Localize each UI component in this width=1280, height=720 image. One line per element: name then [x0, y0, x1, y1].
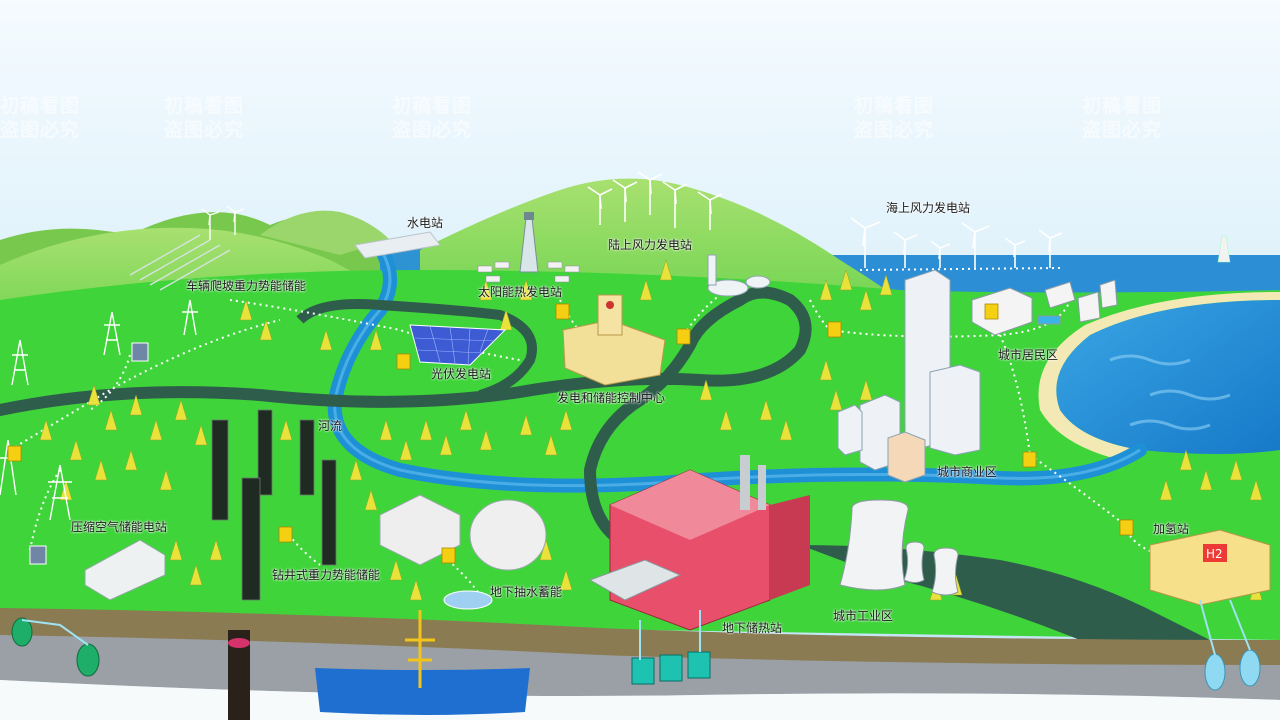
watermark-line-1: 初稿看图 [0, 95, 81, 117]
lighthouse-icon [1217, 235, 1231, 263]
hill-small [260, 210, 390, 255]
road [0, 286, 812, 546]
label-control-center: 发电和储能控制中心 [557, 391, 666, 405]
watermark-line-2: 盗图必究 [1082, 119, 1163, 141]
label-pumped-storage: 地下抽水蓄能 [490, 585, 563, 599]
storage-tanks [707, 254, 771, 297]
industrial-factory [588, 455, 810, 631]
underground-water [315, 668, 530, 715]
ground [0, 270, 1280, 640]
label-hydrogen-station: 加氢站 [1153, 522, 1190, 536]
river-highlight [333, 247, 1141, 488]
caes-building [84, 539, 166, 601]
label-onshore-wind: 陆上风力发电站 [608, 238, 693, 252]
watermark: 初稿看图盗图必究 [1082, 94, 1162, 142]
pumped-storage-facility [379, 494, 547, 610]
label-commercial: 城市商业区 [937, 465, 998, 479]
charging-point-icons [7, 303, 1134, 564]
onshore-wind-turbines [587, 171, 723, 230]
h2-sign: H2 [1206, 547, 1223, 561]
city-commercial-buildings [837, 269, 981, 483]
watermark: 初稿看图盗图必究 [164, 94, 244, 142]
watermark: 初稿看图盗图必究 [0, 94, 80, 142]
cooling-towers [839, 499, 959, 596]
pumped-pipes [405, 610, 435, 688]
heat-storage-tanks [631, 651, 711, 685]
label-solar-thermal: 太阳能热发电站 [478, 285, 563, 299]
watermark: 初稿看图盗图必究 [854, 94, 934, 142]
watermark-line-2: 盗图必究 [0, 119, 81, 141]
pv-grid [414, 325, 496, 365]
offshore-wind-turbines [850, 217, 1063, 268]
label-river: 河流 [318, 419, 343, 433]
substation-icons [29, 342, 149, 565]
caes-tanks [11, 617, 100, 677]
watermark-line-1: 初稿看图 [164, 95, 245, 117]
label-industrial: 城市工业区 [833, 609, 894, 623]
label-residential: 城市居民区 [998, 348, 1059, 362]
solar-thermal-plant [477, 212, 580, 283]
shaft-pit [228, 630, 250, 720]
watermark-line-1: 初稿看图 [1082, 95, 1163, 117]
hill-wind-turbines [201, 205, 245, 240]
watermark-line-1: 初稿看图 [854, 95, 935, 117]
hydrogen-station: H2 [1149, 529, 1271, 606]
shaft-gravity-towers [211, 409, 337, 601]
underground-pipes [21, 599, 1251, 660]
label-pv-station: 光伏发电站 [431, 367, 492, 381]
hill-rail-tracks [129, 234, 231, 291]
label-caes: 压缩空气储能电站 [71, 520, 168, 534]
watermark-line-1: 初稿看图 [392, 95, 473, 117]
watermark: 初稿看图盗图必究 [392, 94, 472, 142]
hydro-dam [354, 231, 441, 259]
label-hydro-station: 水电站 [407, 216, 444, 230]
sea [1056, 300, 1280, 454]
label-offshore-wind: 海上风力发电站 [886, 201, 971, 215]
road-loop [296, 299, 537, 400]
pv-array [409, 324, 507, 366]
label-shaft-gravity: 钻井式重力势能储能 [272, 568, 381, 582]
residential-buildings [971, 279, 1118, 336]
control-center-building [562, 294, 666, 386]
sea-waves [1109, 354, 1231, 431]
watermark-line-2: 盗图必究 [392, 119, 473, 141]
label-vehicle-gravity-storage: 车辆爬坡重力势能储能 [186, 279, 307, 293]
watermark-line-2: 盗图必究 [854, 119, 935, 141]
label-heat-storage: 地下储热站 [722, 621, 783, 635]
shaft-pit-top [228, 638, 250, 648]
watermark-line-2: 盗图必究 [164, 119, 245, 141]
